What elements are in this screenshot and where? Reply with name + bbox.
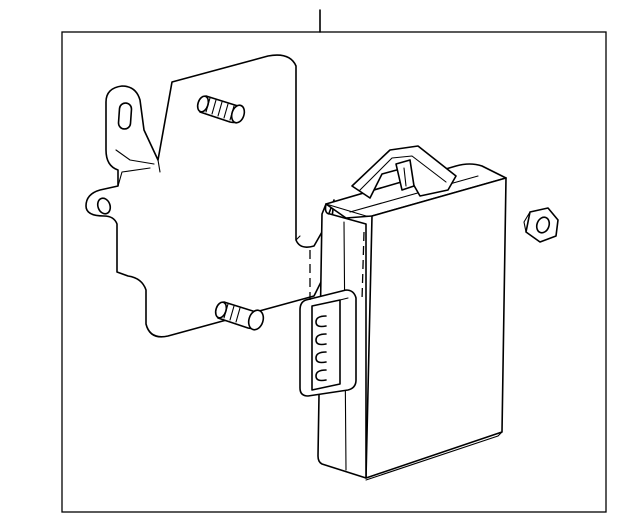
lower-stud	[214, 301, 265, 331]
upper-stud	[196, 95, 246, 124]
control-module	[317, 163, 507, 481]
connector	[299, 289, 357, 397]
alignment-lines	[309, 231, 365, 301]
mounting-bracket	[85, 54, 335, 338]
connector-terminals	[315, 315, 327, 382]
diagram-frame	[61, 31, 607, 513]
module-mounting-clip	[351, 145, 457, 199]
bracket-studs	[196, 95, 265, 331]
hex-nut	[523, 207, 559, 243]
